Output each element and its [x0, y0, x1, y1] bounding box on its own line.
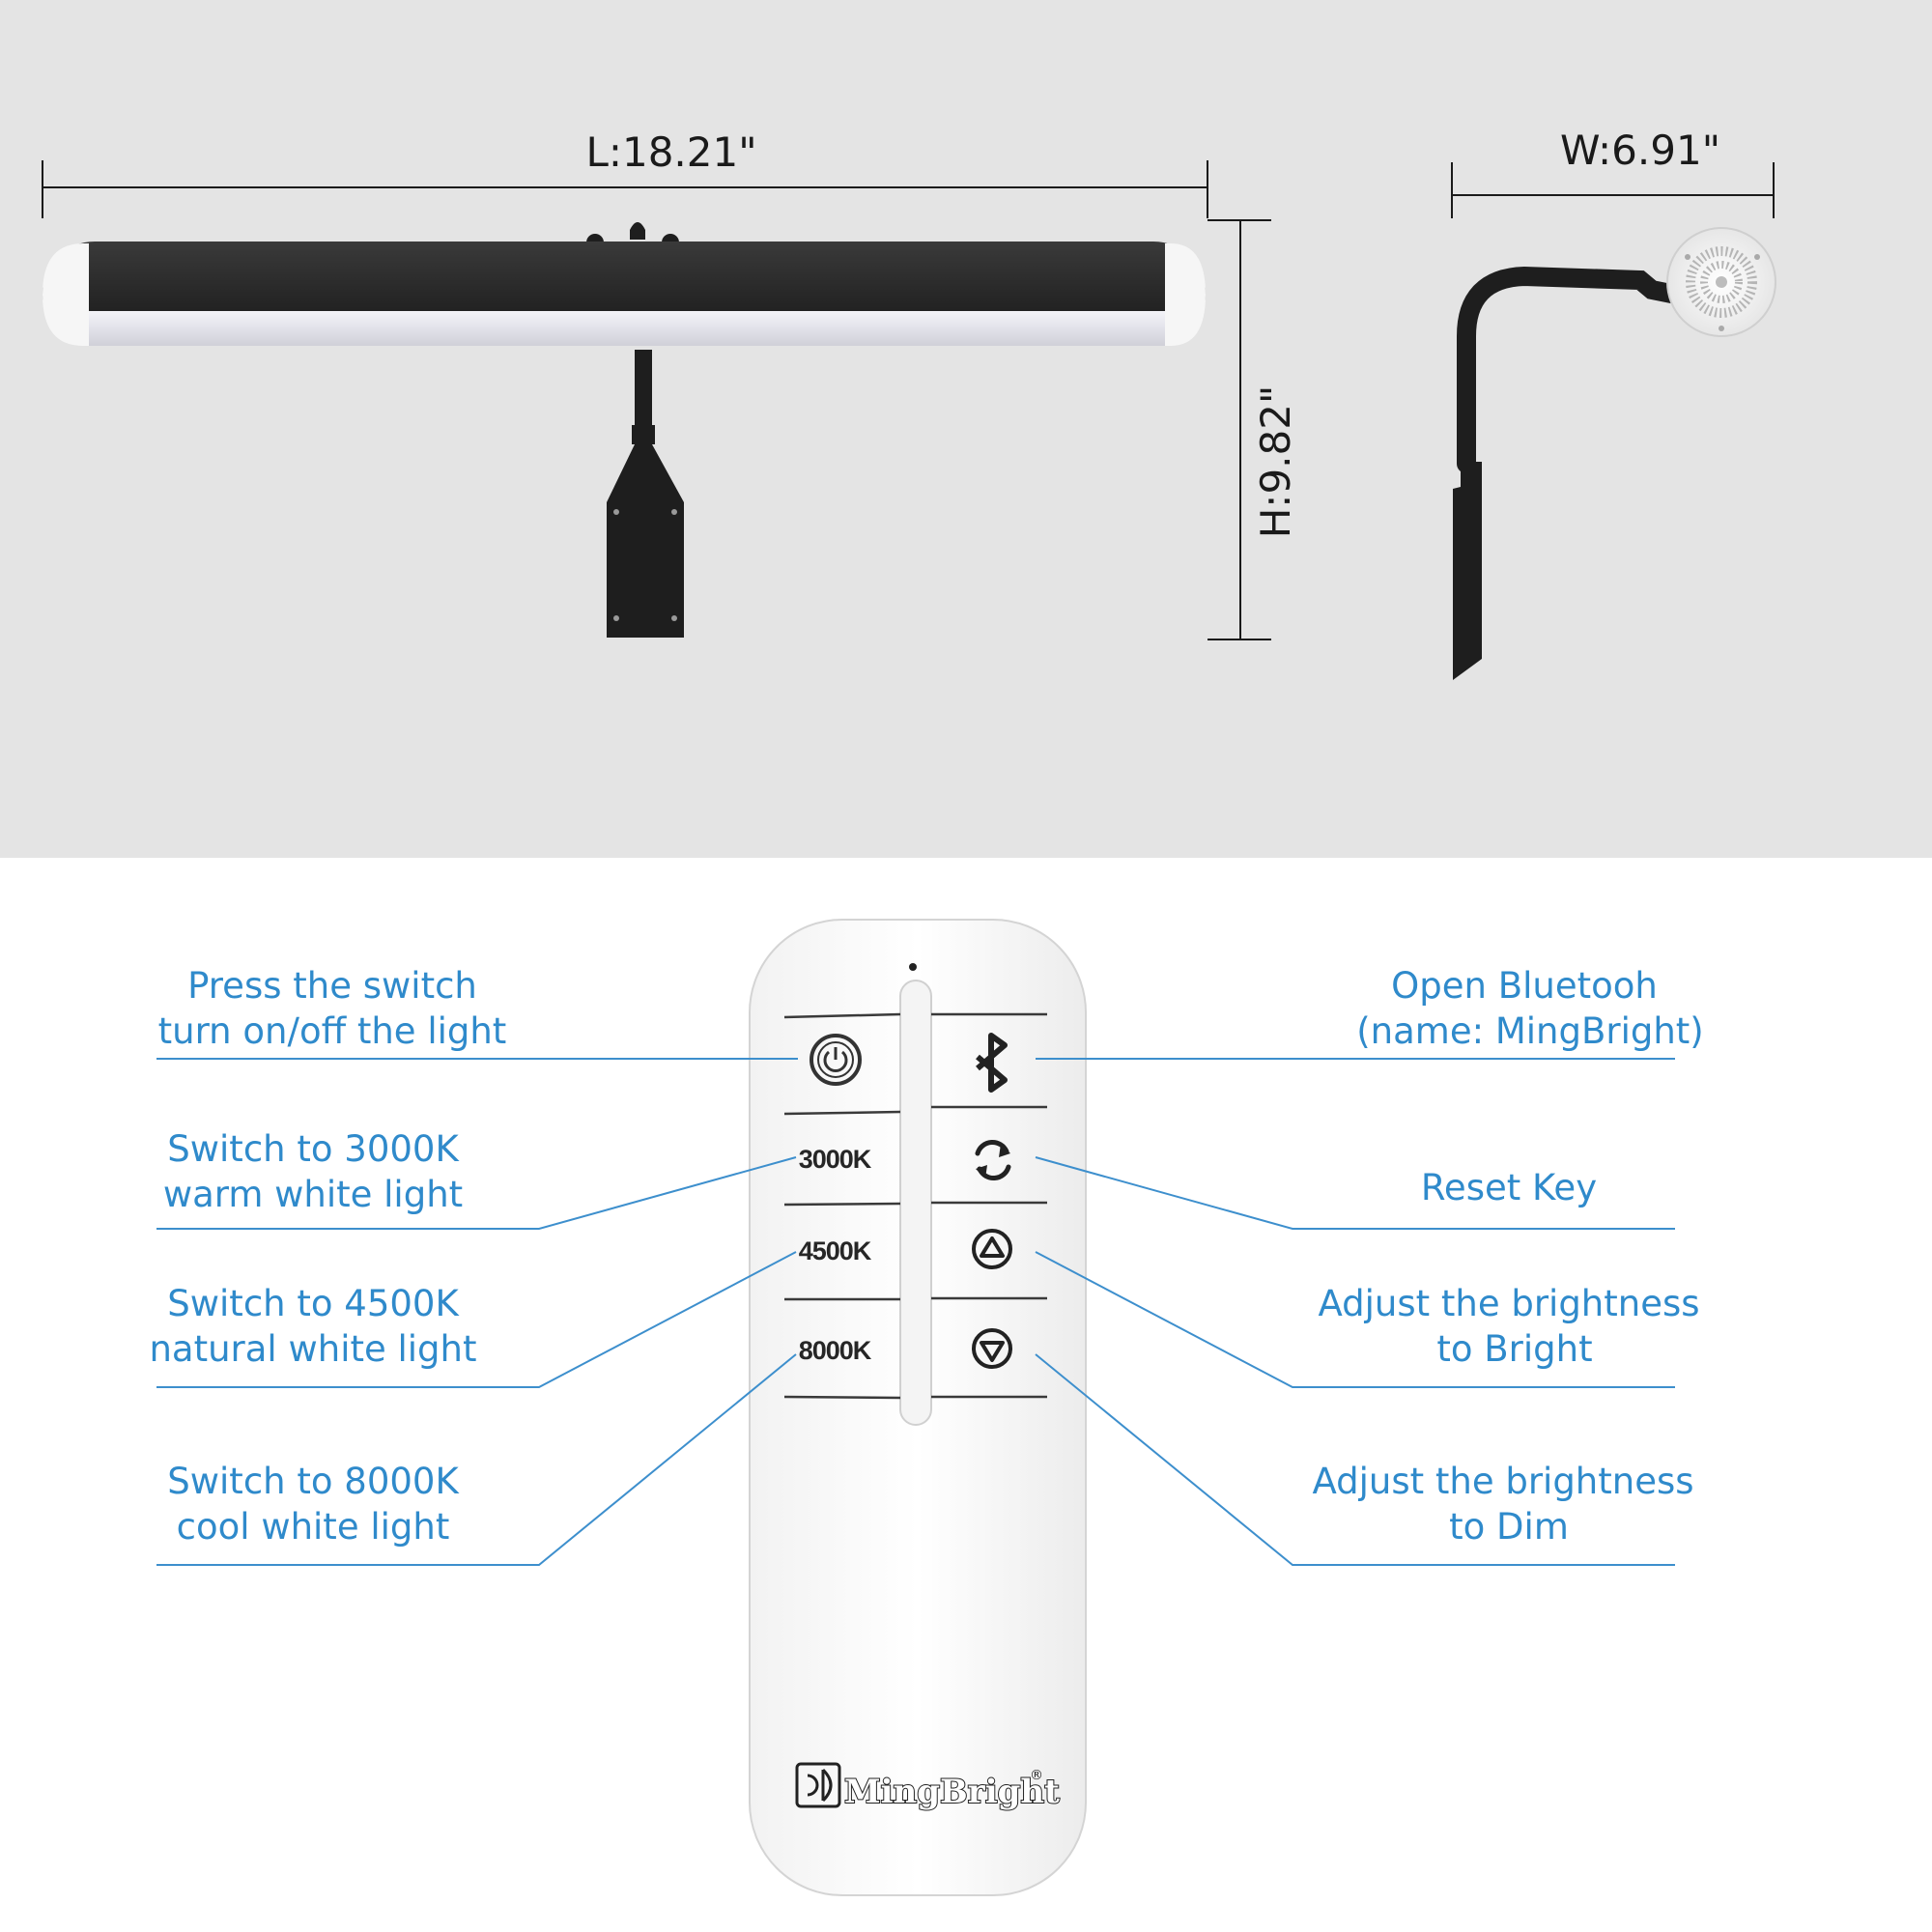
length-dimension: L:18.21"	[42, 128, 1208, 218]
fixture-side-view	[1453, 227, 1776, 680]
power-key[interactable]	[810, 1034, 862, 1086]
3000k-key-label: 3000K	[799, 1145, 872, 1174]
callout-4500k-line1: Switch to 4500K	[167, 1283, 460, 1324]
length-label: L:18.21"	[585, 128, 756, 176]
4500k-key-label: 4500K	[799, 1236, 872, 1265]
callout-4500k: Switch to 4500K natural white light	[149, 1251, 797, 1388]
brand-mark-icon	[795, 1762, 841, 1808]
brightness-up-icon	[980, 1236, 1005, 1258]
brightness-down-key[interactable]	[972, 1328, 1012, 1369]
reset-key[interactable]	[975, 1140, 1011, 1180]
callout-3000k-line1: Switch to 3000K	[167, 1128, 460, 1170]
brand-name: MingBright	[844, 1773, 1060, 1811]
indicator-led	[909, 963, 917, 971]
callout-4500k-line2: natural white light	[149, 1328, 476, 1370]
callout-power-line1: Press the switch	[187, 965, 477, 1007]
bluetooth-key[interactable]	[976, 1033, 1008, 1093]
height-label: H:9.82"	[1252, 385, 1299, 539]
callout-reset: Reset Key	[1035, 1156, 1675, 1230]
top-panel-background	[0, 0, 1932, 858]
callout-reset-line1: Reset Key	[1421, 1167, 1597, 1208]
callout-8000k-line2: cool white light	[177, 1506, 450, 1548]
callout-dim-line2: to Dim	[1449, 1506, 1569, 1548]
8000k-key[interactable]: 8000K	[799, 1336, 873, 1365]
remote-control: 3000K 4500K 8000K	[749, 919, 1087, 1896]
power-icon	[810, 1034, 862, 1086]
8000k-key-label: 8000K	[799, 1336, 872, 1365]
height-dimension: H:9.82"	[1208, 219, 1299, 640]
brand-logo: MingBright ®	[795, 1762, 1061, 1812]
callout-power-line2: turn on/off the light	[158, 1010, 507, 1052]
callout-3000k-line2: warm white light	[163, 1174, 463, 1215]
brightness-up-key[interactable]	[972, 1229, 1012, 1269]
callout-bright-line1: Adjust the brightness	[1318, 1283, 1699, 1324]
callout-dim-line1: Adjust the brightness	[1312, 1461, 1693, 1502]
4500k-key[interactable]: 4500K	[799, 1236, 873, 1265]
fixture-front-view	[43, 222, 1206, 638]
callout-bluetooth-line2: (name: MingBright)	[1356, 1010, 1704, 1052]
callout-bluetooth: Open Bluetooh (name: MingBright)	[1036, 965, 1704, 1060]
callout-power: Press the switch turn on/off the light	[156, 965, 798, 1060]
3000k-key[interactable]: 3000K	[799, 1145, 873, 1174]
brand-registered: ®	[1030, 1768, 1043, 1783]
callout-8000k-line1: Switch to 8000K	[167, 1461, 460, 1502]
callout-bright: Adjust the brightness to Bright	[1035, 1251, 1700, 1388]
callout-dim: Adjust the brightness to Dim	[1035, 1353, 1694, 1566]
callout-bluetooth-line1: Open Bluetooh	[1391, 965, 1658, 1007]
callout-8000k: Switch to 8000K cool white light	[156, 1353, 797, 1566]
brightness-down-icon	[980, 1341, 1005, 1362]
width-label: W:6.91"	[1560, 127, 1720, 174]
width-dimension: W:6.91"	[1451, 127, 1775, 218]
callout-bright-line2: to Bright	[1436, 1328, 1592, 1370]
bluetooth-icon	[976, 1033, 1008, 1093]
callout-3000k: Switch to 3000K warm white light	[156, 1128, 797, 1230]
